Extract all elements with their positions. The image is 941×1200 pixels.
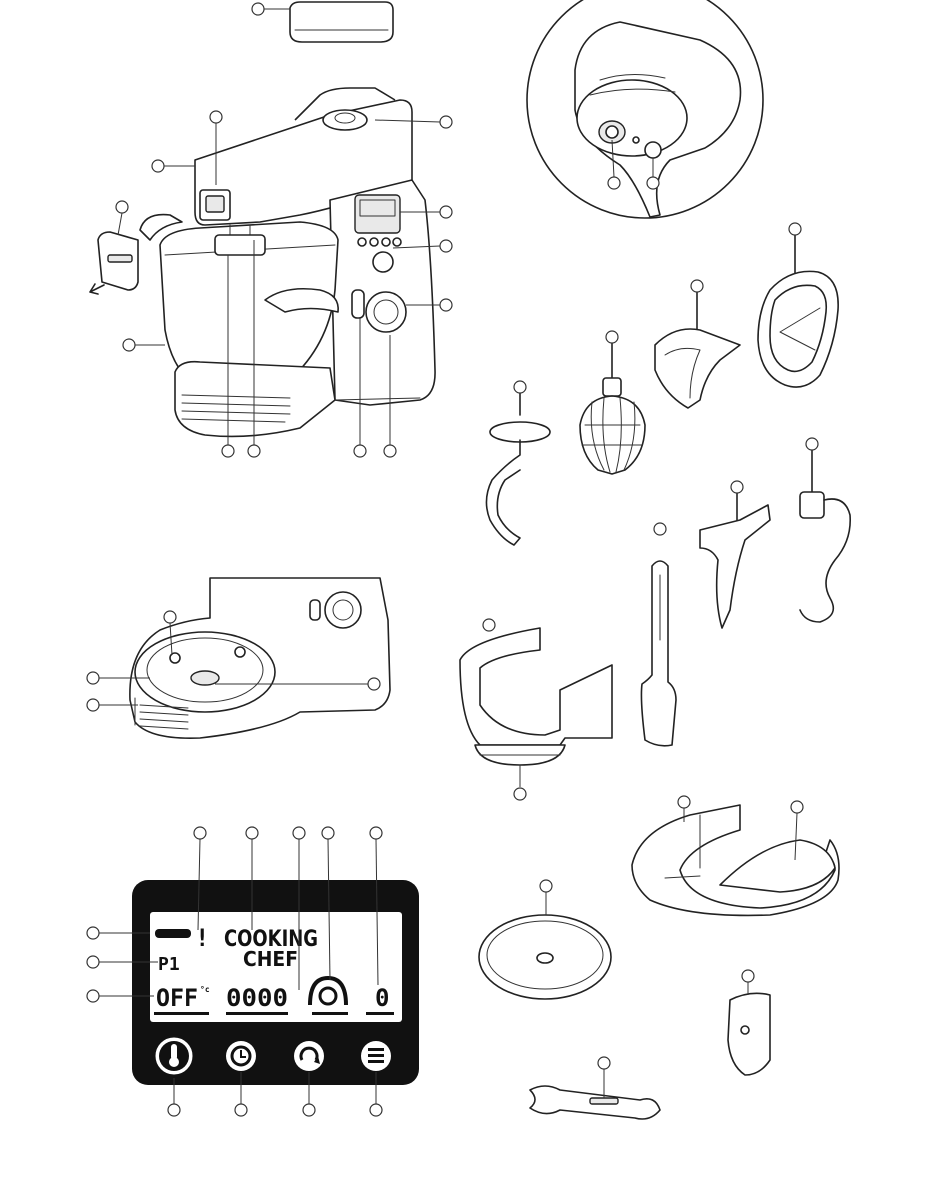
mixer-base xyxy=(174,360,336,438)
lcd-temp-unit: °c xyxy=(200,985,210,994)
callout-marker xyxy=(86,698,100,712)
callout-marker xyxy=(730,480,744,494)
callout-marker xyxy=(513,787,527,801)
mixer-main-view xyxy=(89,1,436,438)
heating-base-view xyxy=(129,577,391,739)
splash-guard-holder xyxy=(459,627,613,766)
callout-marker xyxy=(646,176,660,190)
lcd-timer: 0000 xyxy=(226,984,288,1012)
callout-marker xyxy=(690,279,704,293)
callout-marker xyxy=(122,338,136,352)
callout-marker xyxy=(167,1103,181,1117)
spatula xyxy=(640,560,677,747)
callout-marker xyxy=(677,795,691,809)
callout-marker xyxy=(383,444,397,458)
callout-marker xyxy=(245,826,259,840)
lcd-stir-icon xyxy=(308,975,348,1006)
callout-marker xyxy=(367,677,381,691)
spanner-tool xyxy=(529,1085,661,1120)
callout-marker xyxy=(163,610,177,624)
callout-marker xyxy=(151,159,165,173)
callout-marker xyxy=(439,298,453,312)
lcd-title-line2: CHEF xyxy=(243,947,298,971)
callout-marker xyxy=(353,444,367,458)
callout-marker xyxy=(788,222,802,236)
callout-marker xyxy=(221,444,235,458)
callout-marker xyxy=(369,826,383,840)
balloon-whisk xyxy=(579,341,646,475)
callout-marker xyxy=(597,1056,611,1070)
callout-marker xyxy=(805,437,819,451)
splash-guard xyxy=(631,804,840,917)
callout-marker xyxy=(439,115,453,129)
speed-dial xyxy=(365,291,407,333)
steamer-disc xyxy=(478,914,612,1000)
callout-marker xyxy=(302,1103,316,1117)
lcd-underline-stir xyxy=(312,1012,348,1015)
scraper-blade xyxy=(727,992,771,1076)
spiral-dough-hook xyxy=(799,449,852,623)
stir-button xyxy=(294,1041,324,1071)
lcd-program: P1 xyxy=(158,954,180,975)
callout-marker xyxy=(539,879,553,893)
lcd-speed: 0 xyxy=(375,984,389,1012)
callout-marker xyxy=(86,989,100,1003)
k-beater xyxy=(757,234,839,388)
lcd-underline-speed xyxy=(366,1012,394,1015)
lcd-underline-temp xyxy=(154,1012,209,1015)
control-panel: ! COOKING CHEF P1 OFF °c 0000 0 xyxy=(132,880,419,1085)
lcd-temperature: OFF xyxy=(156,984,198,1012)
callout-marker xyxy=(234,1103,248,1117)
callout-marker xyxy=(653,522,667,536)
menu-button xyxy=(361,1041,391,1071)
callout-marker xyxy=(209,110,223,124)
callout-marker xyxy=(439,205,453,219)
temperature-button xyxy=(152,1034,196,1078)
callout-marker xyxy=(605,330,619,344)
timer-button xyxy=(226,1041,256,1071)
dough-hook xyxy=(485,391,551,546)
callout-marker xyxy=(86,671,100,685)
lcd-screen xyxy=(150,912,402,1022)
callout-marker xyxy=(247,444,261,458)
callout-marker xyxy=(321,826,335,840)
callout-marker xyxy=(251,2,265,16)
callout-marker xyxy=(86,926,100,940)
lcd-title-line1: COOKING xyxy=(224,927,318,952)
callout-marker xyxy=(439,239,453,253)
callout-marker xyxy=(513,380,527,394)
feed-tube-cap xyxy=(289,1,394,43)
callout-marker xyxy=(741,969,755,983)
callout-marker xyxy=(369,1103,383,1117)
inset-detail xyxy=(526,0,764,219)
callout-marker xyxy=(292,826,306,840)
power-knob xyxy=(372,251,394,273)
lcd-bar-indicator xyxy=(155,929,191,938)
callouts xyxy=(86,2,819,1117)
lcd-underline-timer xyxy=(226,1012,288,1015)
body-display xyxy=(354,194,401,234)
callout-marker xyxy=(193,826,207,840)
callout-marker xyxy=(607,176,621,190)
callout-marker xyxy=(115,200,129,214)
folding-tool xyxy=(699,491,771,629)
callout-marker xyxy=(86,955,100,969)
lcd-alert: ! xyxy=(195,924,209,952)
callout-marker xyxy=(790,800,804,814)
callout-marker xyxy=(482,618,496,632)
flexi-beater xyxy=(654,289,741,409)
